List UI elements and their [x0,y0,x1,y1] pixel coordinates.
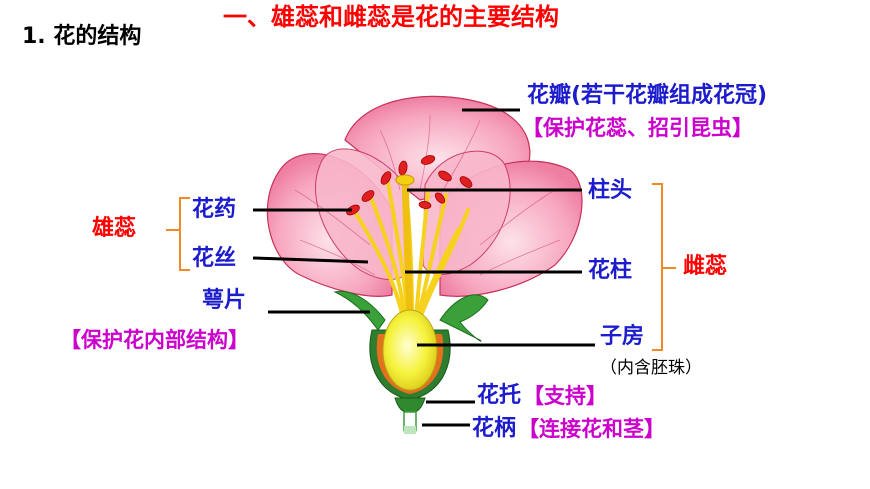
pistil-bracket [652,183,663,351]
sepal-left [333,290,386,331]
label-style: 花柱 [588,258,633,283]
label-stigma: 柱头 [588,178,633,203]
label-ovary-note: （内含胚珠） [600,358,702,378]
label-petal-function: 【保护花蕊、招引昆虫】 [522,116,753,140]
page-title: 一、雄蕊和雌蕊是花的主要结构 [223,3,559,31]
label-petal: 花瓣(若干花瓣组成花冠) [527,83,768,108]
label-anther: 花药 [192,197,237,222]
label-filament: 花丝 [192,246,237,271]
label-pedicel-function: 【连接花和茎】 [518,417,665,441]
stamen-bracket [179,197,190,271]
ovary-shape [382,309,438,391]
section-subtitle: 1. 花的结构 [22,24,142,49]
label-receptacle: 花托 [477,383,522,408]
label-ovary: 子房 [600,324,645,349]
label-receptacle-function: 【支持】 [523,384,607,408]
label-stamen: 雄蕊 [92,216,137,241]
label-pedicel: 花柄 [472,416,517,441]
label-sepal-function: 【保护花内部结构】 [60,328,249,352]
label-sepal: 萼片 [202,288,247,313]
label-pistil: 雌蕊 [683,254,728,279]
sepal-right [439,294,489,342]
